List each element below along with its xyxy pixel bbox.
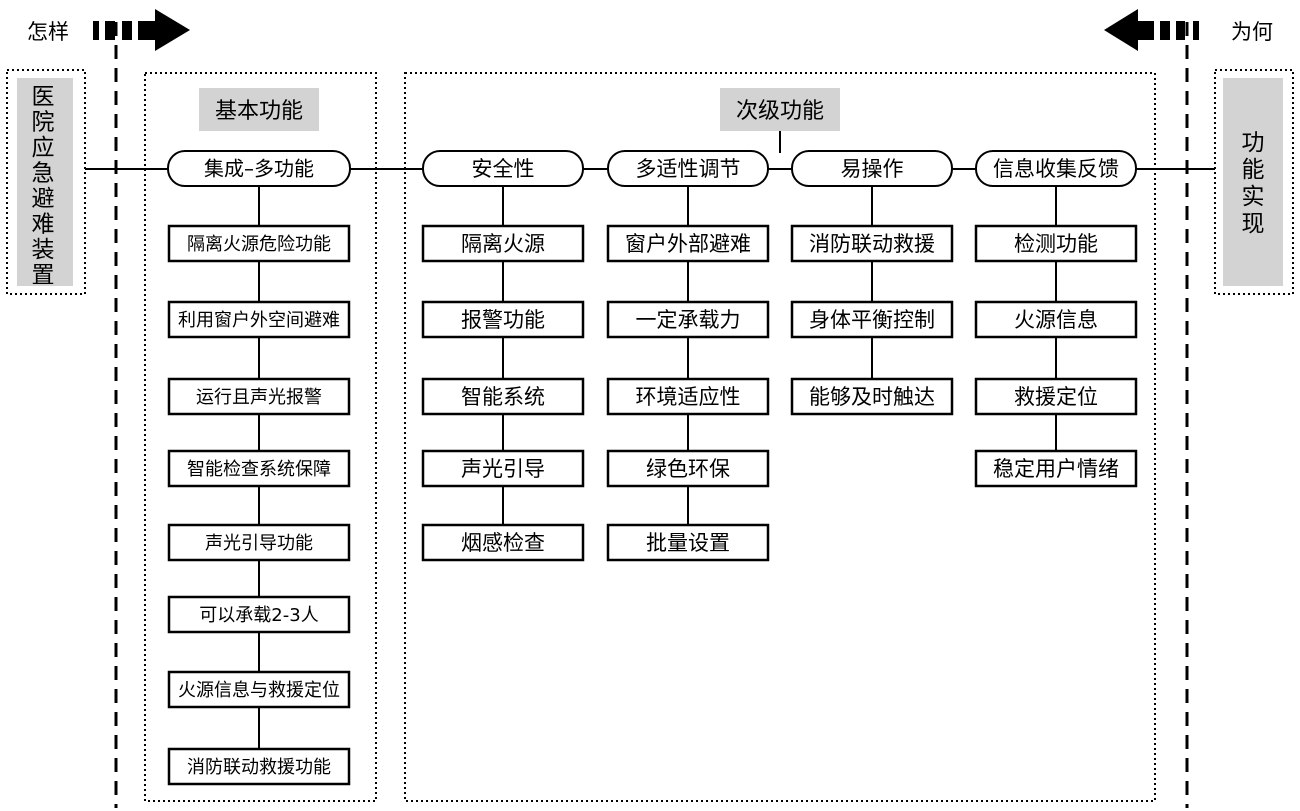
adaptability-item-label: 绿色环保 [646, 457, 730, 481]
adaptability-category-label: 多适性调节 [636, 157, 741, 181]
basic-item-box [167, 747, 351, 786]
safety-item-box [421, 300, 585, 339]
right-side-label: 功能实现 [1242, 130, 1265, 237]
safety-item-label: 智能系统 [461, 385, 545, 409]
adaptability-item-box [606, 224, 770, 263]
basic-item-label: 火源信息与救援定位 [178, 680, 340, 701]
basic-item-label: 利用窗户外空间避难 [178, 310, 340, 331]
usability-item-box [790, 224, 954, 263]
feedback-item-label: 火源信息 [1014, 308, 1098, 332]
function-columns: 集成–多功能隔离火源危险功能利用窗户外空间避难运行且声光报警智能检查系统保障声光… [167, 150, 1138, 786]
basic-function-header: 基本功能 [215, 99, 303, 124]
why-arrow-icon [1104, 9, 1199, 51]
adaptability-item-label: 窗户外部避难 [625, 232, 751, 256]
corner-label-how: 怎样 [27, 20, 69, 44]
feedback-item-label: 救援定位 [1014, 385, 1098, 409]
adaptability-category-node [607, 150, 769, 187]
feedback-item-box [974, 377, 1138, 416]
left-side-label: 医院应急避难装置 [32, 84, 55, 289]
how-arrow-icon [93, 9, 190, 51]
feedback-category-node [975, 150, 1137, 187]
basic-category-node [167, 150, 351, 187]
safety-category-node [422, 150, 584, 187]
right-side-frame [1214, 69, 1294, 295]
safety-item-label: 隔离火源 [461, 232, 545, 256]
adaptability-item-label: 一定承载力 [636, 308, 741, 332]
safety-item-box [421, 224, 585, 263]
basic-item-box [167, 670, 351, 709]
usability-category-label: 易操作 [841, 157, 904, 181]
adaptability-item-box [606, 449, 770, 488]
feedback-item-box [974, 224, 1138, 263]
safety-item-label: 烟感检查 [461, 531, 545, 555]
safety-item-label: 报警功能 [461, 308, 545, 332]
basic-item-label: 运行且声光报警 [196, 387, 322, 408]
basic-item-label: 智能检查系统保障 [187, 459, 331, 480]
basic-item-label: 可以承载2-3人 [199, 605, 318, 626]
basic-item-box [167, 595, 351, 634]
basic-header-bg [199, 88, 319, 131]
usability-item-label: 身体平衡控制 [809, 308, 935, 332]
basic-item-box [167, 523, 351, 562]
safety-item-box [421, 449, 585, 488]
secondary-header-bg [720, 88, 840, 131]
feedback-item-box [974, 449, 1138, 488]
feedback-item-label: 检测功能 [1014, 232, 1098, 256]
basic-category-label: 集成–多功能 [204, 157, 314, 181]
basic-item-label: 消防联动救援功能 [187, 757, 331, 778]
adaptability-item-label: 批量设置 [646, 531, 730, 555]
safety-item-box [421, 377, 585, 416]
usability-category-node [791, 150, 953, 187]
feedback-category-label: 信息收集反馈 [993, 157, 1119, 181]
safety-item-box [421, 523, 585, 562]
adaptability-item-box [606, 377, 770, 416]
feedback-item-box [974, 300, 1138, 339]
basic-item-box [167, 377, 351, 416]
feedback-item-label: 稳定用户情绪 [993, 457, 1119, 481]
safety-category-label: 安全性 [472, 157, 535, 181]
basic-function-frame [144, 72, 377, 802]
secondary-function-frame [404, 72, 1156, 802]
usability-item-box [790, 377, 954, 416]
left-side-frame [6, 69, 86, 295]
right-side-bar [1223, 78, 1283, 286]
secondary-function-header: 次级功能 [736, 99, 824, 124]
usability-item-label: 能够及时触达 [809, 385, 935, 409]
safety-item-label: 声光引导 [461, 457, 545, 481]
usability-item-label: 消防联动救援 [809, 232, 935, 256]
basic-item-box [167, 449, 351, 488]
adaptability-item-box [606, 523, 770, 562]
basic-item-label: 声光引导功能 [205, 533, 313, 554]
corner-label-why: 为何 [1231, 20, 1273, 44]
basic-item-label: 隔离火源危险功能 [187, 234, 331, 255]
basic-item-box [167, 300, 351, 339]
adaptability-item-label: 环境适应性 [636, 385, 741, 409]
adaptability-item-box [606, 300, 770, 339]
basic-item-box [167, 224, 351, 263]
usability-item-box [790, 300, 954, 339]
left-side-bar [17, 78, 73, 286]
